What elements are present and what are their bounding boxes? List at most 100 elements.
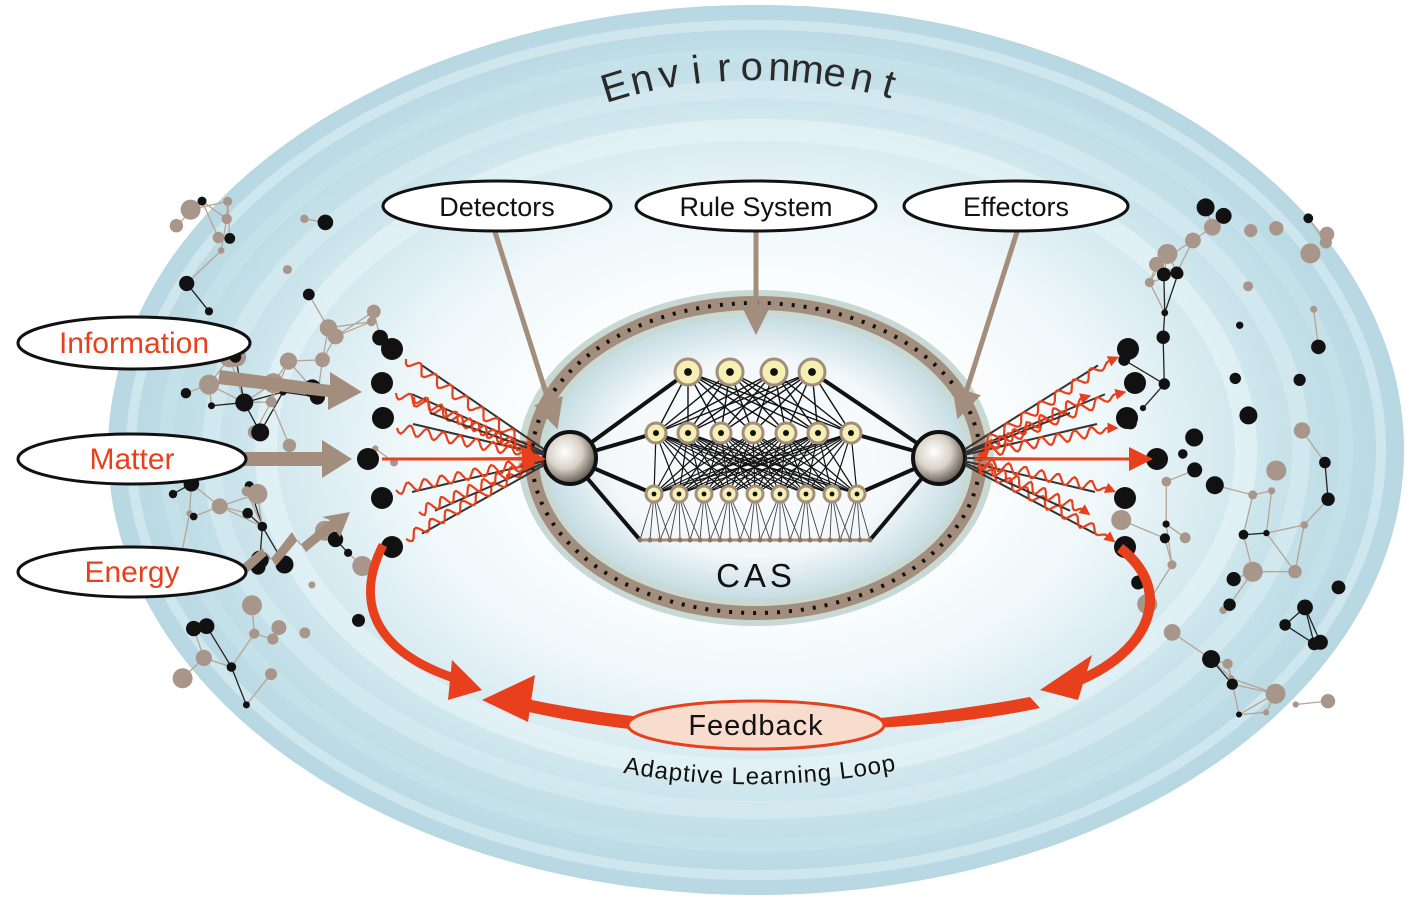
neural-link — [779, 432, 819, 495]
receptor-node — [372, 407, 394, 429]
neural-base-node — [717, 537, 723, 543]
neural-link — [653, 432, 754, 495]
particle-node — [300, 214, 309, 223]
particle-node — [1162, 520, 1170, 528]
signal-spike — [964, 423, 1098, 456]
neuron-core — [803, 491, 809, 497]
neural-link — [655, 371, 731, 434]
particle-node — [1204, 218, 1221, 236]
particle-link — [270, 401, 290, 446]
rule-system-text: Rule System — [679, 192, 832, 222]
neural-link — [703, 432, 852, 495]
particle-node — [1297, 599, 1313, 616]
receptor-node — [371, 372, 393, 394]
signal-wave — [418, 459, 536, 517]
neural-link — [687, 371, 787, 434]
particle-node — [366, 304, 381, 319]
neural-link — [703, 432, 819, 495]
neural-base-node — [817, 537, 823, 543]
particle-node — [1300, 521, 1309, 529]
neural-base-node — [777, 537, 783, 543]
particle-link — [220, 218, 228, 251]
neuron-core — [653, 430, 659, 436]
neural-link — [729, 371, 852, 434]
neural-link — [728, 432, 819, 495]
receptor-node — [1114, 487, 1136, 509]
neuron-core — [770, 368, 778, 376]
neural-base-node — [797, 537, 803, 543]
particle-node — [1279, 619, 1291, 631]
neural-link — [703, 432, 787, 495]
particle-node — [1310, 305, 1318, 313]
particle-node — [317, 214, 334, 231]
environment-letter: o — [740, 45, 763, 89]
particle-node — [180, 388, 192, 399]
neural-base-node — [637, 537, 643, 543]
neural-link — [687, 371, 754, 434]
neuron-core — [854, 491, 860, 497]
neural-link — [653, 432, 722, 495]
input-signals — [382, 358, 546, 543]
particle-link — [1165, 523, 1173, 565]
particle-node — [1226, 678, 1238, 690]
neural-link — [678, 432, 787, 495]
particle-link — [186, 250, 222, 284]
input-arrows — [218, 370, 362, 574]
neural-base-node — [647, 537, 653, 543]
particle-node — [1226, 572, 1241, 587]
particle-node — [1222, 658, 1233, 670]
particle-node — [1269, 221, 1284, 236]
neuron-core — [718, 430, 724, 436]
particle-link — [230, 633, 255, 668]
signal-wave — [978, 422, 1119, 460]
particle-node — [1156, 267, 1171, 282]
particle-link — [181, 513, 191, 553]
signal-spike — [964, 462, 1071, 512]
particle-node — [1248, 490, 1258, 500]
neural-base-node — [807, 537, 813, 543]
neural-link — [805, 432, 852, 495]
neuron-core — [750, 430, 756, 436]
neural-link — [687, 371, 819, 434]
particle-node — [366, 317, 377, 327]
energy-text: Energy — [84, 556, 179, 589]
particle-node — [257, 521, 268, 532]
neural-base-node — [757, 537, 763, 543]
particle-node — [265, 668, 277, 681]
particle-node — [242, 507, 253, 519]
particle-node — [352, 613, 365, 627]
particle-node — [189, 512, 198, 521]
particle-node — [224, 233, 236, 244]
neural-link — [687, 371, 852, 434]
particle-link — [1162, 337, 1165, 385]
particle-node — [1238, 529, 1249, 540]
particle-node — [302, 288, 315, 301]
signal-wave — [978, 393, 1092, 457]
receptor-node — [357, 448, 379, 470]
particle-node — [327, 328, 344, 345]
particle-node — [1167, 560, 1177, 570]
particle-link — [1238, 711, 1267, 716]
component-connectors — [492, 231, 1020, 430]
neural-base-node — [787, 537, 793, 543]
particle-node — [235, 393, 254, 412]
neural-base-node — [737, 537, 743, 543]
particle-node — [1223, 598, 1236, 611]
particle-node — [344, 548, 353, 557]
matter-label: Matter — [16, 432, 248, 486]
particle-node — [1243, 281, 1254, 292]
neural-base-node — [667, 537, 673, 543]
neural-link — [655, 371, 813, 434]
energy-label: Energy — [16, 545, 248, 599]
neuron-core — [676, 491, 682, 497]
particle-node — [247, 483, 268, 504]
neural-link — [653, 432, 787, 495]
neuron-core — [685, 430, 691, 436]
receptor-node — [1146, 448, 1168, 470]
detectors-text: Detectors — [439, 192, 555, 222]
neuron-core — [701, 491, 707, 497]
particle-node — [168, 489, 178, 499]
signal-wave — [977, 466, 1116, 543]
neural-link — [687, 371, 775, 434]
particle-node — [267, 633, 279, 645]
